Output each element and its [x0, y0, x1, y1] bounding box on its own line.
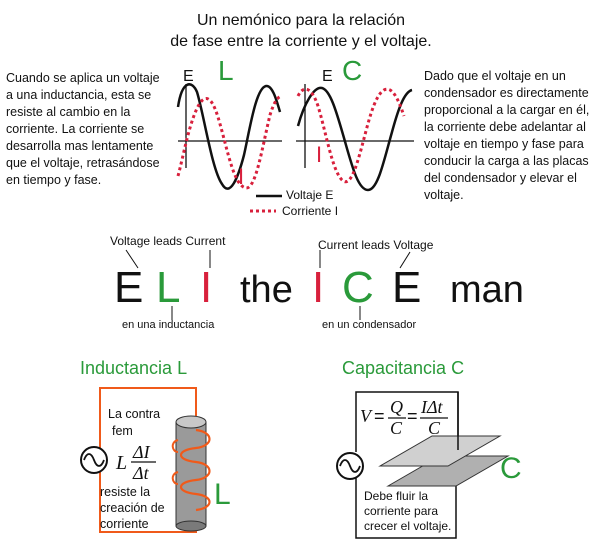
- formula-equals-2: =: [407, 406, 418, 426]
- text-line: corriente. La corriente se: [6, 122, 145, 136]
- legend-current-label: Corriente I: [282, 204, 339, 218]
- capacitor-wire-bottom: [355, 478, 457, 539]
- inductor-letter-L: L: [218, 55, 234, 86]
- capacitor-label-I: I: [316, 142, 323, 167]
- capacitor-text-3: crecer el voltaje.: [364, 519, 452, 533]
- pointer-line: [399, 251, 411, 269]
- title-line-1: Un nemónico para la relación: [196, 12, 406, 29]
- phase-waveforms: [176, 83, 414, 213]
- text-line: desarrolla mas lentamente: [6, 139, 154, 153]
- mnemonic-the: the: [240, 269, 293, 311]
- note-current-leads-voltage: Current leads Voltage: [318, 238, 434, 252]
- note-en-una-inductancia: en una inductancia: [122, 319, 215, 331]
- formula-Q: Q: [390, 397, 403, 417]
- inductor-wire-top: [99, 387, 197, 448]
- capacitor-letter: C: [500, 452, 522, 485]
- capacitor-current-wave: [296, 87, 406, 184]
- title-line-2: de fase entre la corriente y el voltaje.: [170, 33, 432, 50]
- mnemonic-I2: I: [312, 263, 325, 312]
- resiste-text-3: corriente: [100, 517, 149, 531]
- formula-equals-1: =: [374, 406, 385, 426]
- text-line: en tiempo y fase.: [6, 173, 102, 187]
- text-line: Cuando se aplica un voltaje: [6, 71, 160, 85]
- inductor-current-wave: [176, 94, 283, 190]
- resiste-text-2: creación de: [100, 501, 165, 515]
- inductor-explanation: Cuando se aplica un voltaje a una induct…: [6, 70, 176, 189]
- sine-symbol-icon: [83, 453, 105, 467]
- formula-C-2: C: [428, 418, 441, 438]
- text-line: del condensador y elevar el: [424, 171, 577, 185]
- inductor-voltage-wave: [176, 83, 282, 190]
- formula-V: V: [360, 406, 371, 426]
- text-line: voltaje.: [424, 188, 464, 202]
- text-line: Dado que el voltaje en un: [424, 69, 566, 83]
- note-voltage-leads-current: Voltage leads Current: [110, 234, 226, 248]
- mnemonic-E2: E: [392, 263, 422, 312]
- text-line: resiste al cambio en la: [6, 105, 131, 119]
- resiste-text-1: resiste la: [100, 485, 151, 499]
- formula-C-1: C: [390, 418, 403, 438]
- inductor-label-I: I: [238, 164, 245, 189]
- contra-fem-text-2: fem: [112, 424, 133, 438]
- contra-fem-text-1: La contra: [108, 407, 161, 421]
- capacitor-explanation: Dado que el voltaje en un condensador es…: [424, 68, 600, 204]
- formula-L: L: [116, 452, 128, 474]
- inductor-winding-back: [171, 439, 179, 485]
- capacitor-voltage-wave: [296, 86, 413, 192]
- text-line: proporcional a la cargar en él,: [424, 103, 590, 117]
- inductor-label-E: E: [183, 68, 194, 85]
- inductance-heading: Inductancia L: [80, 358, 188, 378]
- note-en-un-condensador: en un condensador: [322, 319, 417, 331]
- mnemonic-E1: E: [114, 263, 144, 312]
- page-title: Un nemónico para la relación de fase ent…: [0, 10, 602, 52]
- mnemonic-I1: I: [200, 263, 213, 312]
- capacitor-text-1: Debe fluir la: [364, 489, 429, 503]
- mnemonic-man: man: [450, 269, 524, 311]
- text-line: la corriente debe adelantar al: [424, 120, 586, 134]
- capacitance-heading: Capacitancia C: [342, 358, 465, 378]
- text-line: conducir la carga a las placas: [424, 154, 589, 168]
- capacitor-plate-top: [378, 435, 502, 467]
- inductor-core-bottom: [175, 520, 207, 532]
- mnemonic-C: C: [342, 263, 374, 312]
- mnemonic-L: L: [156, 263, 181, 312]
- text-line: a una inductancia, esta se: [6, 88, 152, 102]
- inductor-winding: [179, 428, 211, 512]
- capacitor-label-E: E: [322, 68, 333, 85]
- pointer-line: [125, 249, 139, 269]
- inductor-letter: L: [214, 478, 231, 511]
- capacitor-text-2: corriente para: [364, 504, 439, 518]
- text-line: que el voltaje, retrasándose: [6, 156, 160, 170]
- sine-symbol-icon: [339, 459, 361, 473]
- text-line: voltaje en tiempo y fase para: [424, 137, 584, 151]
- formula-delta-I: ΔI: [133, 442, 150, 462]
- capacitor-letter-C: C: [342, 55, 363, 86]
- formula-I-delta-t: IΔt: [421, 397, 443, 417]
- text-line: condensador es directamente: [424, 86, 589, 100]
- formula-delta-t: Δt: [133, 463, 149, 483]
- legend-voltage-label: Voltaje E: [286, 188, 334, 202]
- inductor-core-top: [175, 415, 207, 429]
- mnemonic-pointer-lines: [125, 249, 411, 320]
